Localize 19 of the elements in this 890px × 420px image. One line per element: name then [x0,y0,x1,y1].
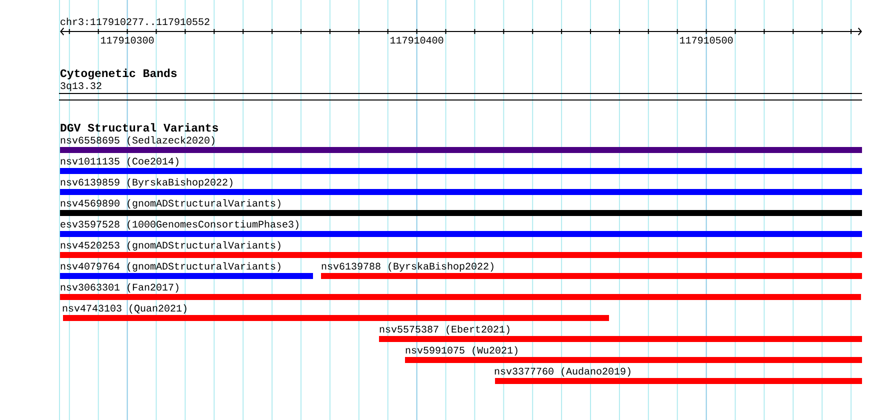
feature-label: nsv3377760 (Audano2019) [494,367,630,377]
feature-label: nsv1011135 (Coe2014) [60,157,178,167]
feature-label: nsv5575387 (Ebert2021) [380,325,510,335]
feature-label: nsv3063301 (Fan2017) [60,283,178,293]
feature-label: nsv5991075 (Wu2021) [406,346,518,356]
track-title: DGV Structural Variants [60,123,218,132]
feature-label: nsv6558695 (Sedlazeck2020) [60,136,214,146]
band-label: 3q13.32 [60,82,102,92]
tick-label: 117910500 [680,36,733,44]
tick-label: 117910300 [101,36,154,44]
feature-label: nsv4743103 (Quan2021) [62,304,186,314]
feature-label: esv3597528 (1000GenomesConsortiumPhase3) [60,220,298,230]
tick-label: 117910400 [390,36,444,44]
location-label: chr3:117910277..117910552 [60,18,210,26]
feature-label: nsv6139859 (ByrskaBishop2022) [60,178,232,188]
feature-label: nsv4569890 (gnomADStructuralVariants) [60,199,280,209]
feature-label: nsv6139788 (ByrskaBishop2022) [322,262,494,272]
feature-label: nsv4520253 (gnomADStructuralVariants) [60,241,280,251]
feature-label: nsv4079764 (gnomADStructuralVariants) [60,262,280,272]
